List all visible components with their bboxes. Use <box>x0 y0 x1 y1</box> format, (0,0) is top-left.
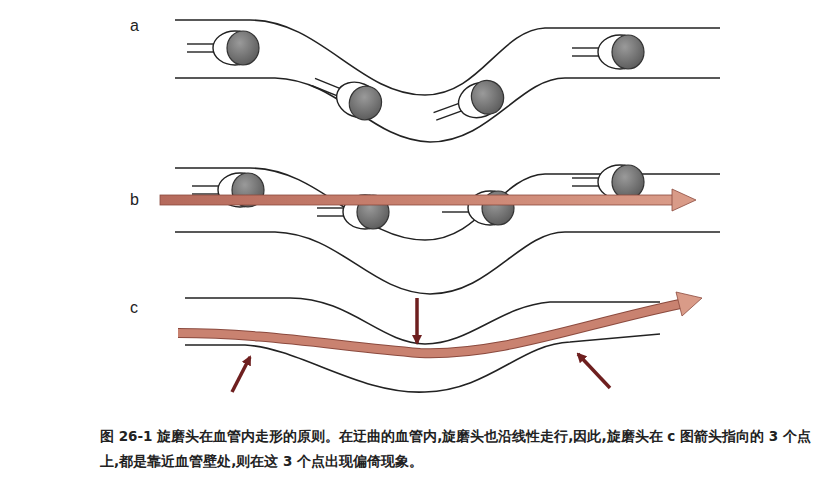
panel-letter: b <box>130 192 139 208</box>
burr-sequence <box>187 31 644 132</box>
panel-letter: c <box>130 300 138 316</box>
contact-arrow <box>232 298 610 392</box>
vessel-wall <box>185 298 660 392</box>
vessel-wall <box>175 20 720 142</box>
figure-caption: 图 26-1 旋磨头在血管内走形的原则。在迂曲的血管内,旋磨头也沿线性走行,因此… <box>100 424 812 474</box>
straight-path-arrow <box>160 189 696 211</box>
panel-letter: a <box>130 18 139 34</box>
curved-path-arrow <box>178 292 702 353</box>
